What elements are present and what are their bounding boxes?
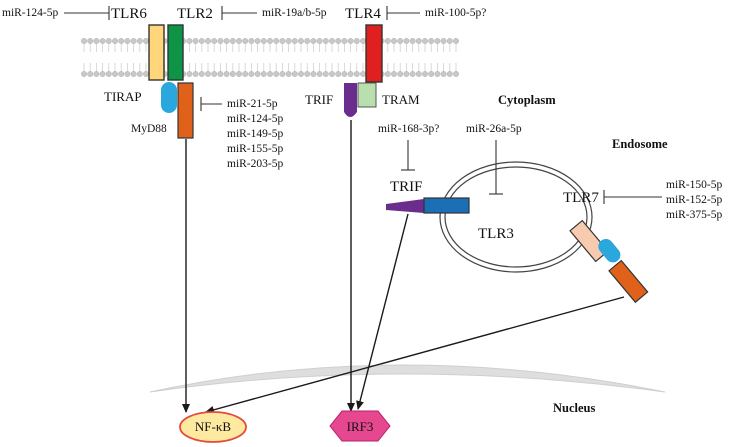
- tlr3-label: TLR3: [478, 226, 514, 242]
- nfkb-node: [179, 411, 247, 443]
- tram-label: TRAM: [382, 92, 420, 107]
- inhibition-tlr7: [603, 190, 662, 204]
- mirna-tlr7-label: miR-152-5p: [666, 194, 722, 206]
- mirna-myd88-label: miR-149-5p: [227, 128, 283, 140]
- tlr7-label: TLR7: [563, 190, 599, 206]
- nucleus-membrane: [149, 364, 666, 393]
- tlr7-receptor: [569, 219, 609, 263]
- mirna-myd88-label: miR-124-5p: [227, 113, 283, 125]
- nfkb-label: NF-κB: [195, 419, 231, 434]
- tlr7-tirap-adaptor: [598, 238, 621, 263]
- cytoplasm-label: Cytoplasm: [498, 93, 556, 107]
- tlr2-receptor: [167, 24, 184, 81]
- endosome: [439, 161, 593, 273]
- nucleus-label: Nucleus: [553, 401, 596, 415]
- trif-endosome-adaptor: [386, 199, 424, 213]
- trif-endosome-to-irf3-arrow: [356, 213, 409, 410]
- mirna-tlr7-label: miR-150-5p: [666, 179, 722, 191]
- mirna-myd88-label: miR-155-5p: [227, 143, 283, 155]
- inhibition-tlr3: [489, 140, 503, 195]
- mirna-tlr3-label: miR-26a-5p: [466, 123, 522, 135]
- tlr6-receptor: [148, 24, 165, 81]
- myd88-label: MyD88: [131, 123, 167, 135]
- mirna-myd88-label: miR-203-5p: [227, 158, 283, 170]
- trif-membrane-adaptor: [344, 83, 357, 117]
- mirna-tlr6-label: miR-124-5p: [2, 7, 58, 19]
- inhibition-tlr2: [221, 6, 257, 20]
- trif-endosome-label: TRIF: [390, 179, 423, 195]
- plasma-membrane: [81, 38, 459, 77]
- tlr7-complex: [569, 219, 649, 304]
- endosome-label: Endosome: [612, 137, 668, 151]
- inhibition-myd88: [200, 97, 222, 111]
- mirna-myd88-label: miR-21-5p: [227, 98, 278, 110]
- mirna-tlr2-label: miR-19a/b-5p: [262, 7, 327, 19]
- trif-membrane-label: TRIF: [305, 92, 333, 107]
- mirna-tlr4-label: miR-100-5p?: [425, 7, 486, 19]
- inhibition-tlr6: [64, 6, 110, 20]
- irf3-label: IRF3: [347, 419, 374, 434]
- inhibition-trif: [401, 140, 415, 171]
- tlr7-to-nfkb-arrow: [205, 296, 625, 414]
- tirap-label: TIRAP: [104, 89, 142, 104]
- tirap-adaptor: [161, 82, 177, 113]
- myd88-adaptor: [177, 82, 194, 139]
- inhibition-tlr4: [386, 6, 420, 20]
- mirna-trif-label: miR-168-3p?: [378, 123, 439, 135]
- tlr6-label: TLR6: [111, 6, 147, 22]
- tlr3-receptor: [423, 197, 470, 214]
- tlr4-label: TLR4: [345, 6, 381, 22]
- irf3-node: [329, 410, 391, 442]
- tlr4-receptor: [365, 24, 383, 83]
- tram-adaptor: [357, 82, 377, 108]
- tlr2-label: TLR2: [177, 6, 213, 22]
- mirna-tlr7-label: miR-375-5p: [666, 209, 722, 221]
- tlr7-myd88-adaptor: [608, 259, 649, 304]
